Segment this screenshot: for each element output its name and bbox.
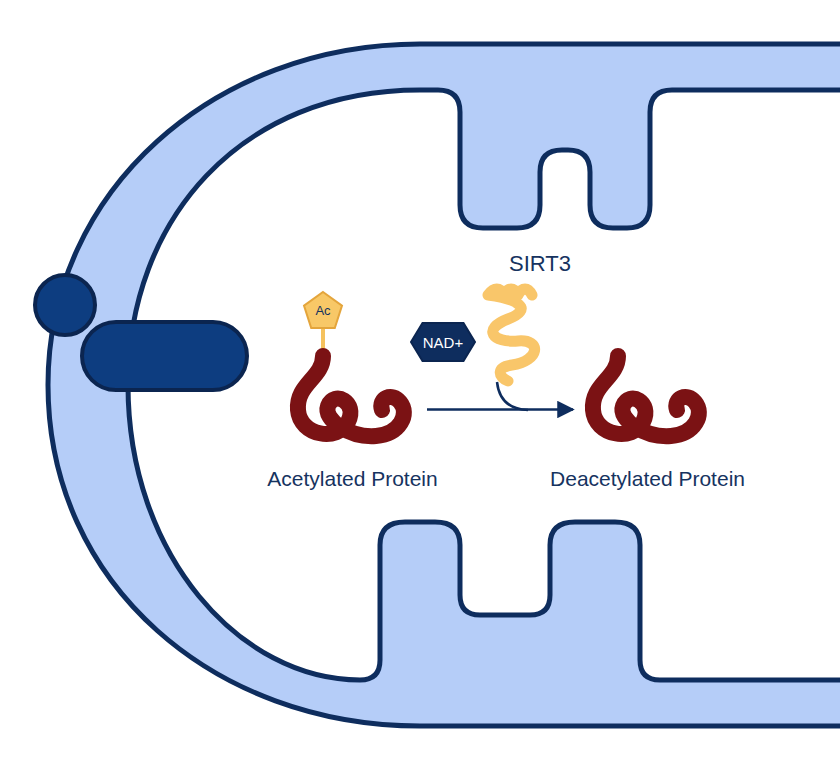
outer-membrane	[48, 44, 840, 726]
protein-node: Deacetylated Protein	[585, 350, 710, 445]
protein-node: Acetylated Protein	[290, 350, 415, 445]
reaction-arrow	[427, 408, 573, 411]
protein-label: Deacetylated Protein	[550, 467, 745, 491]
group-label: Ac	[315, 303, 330, 318]
pentagon-outline	[304, 292, 342, 328]
sirt-shape	[478, 285, 550, 377]
protein-shape	[290, 350, 415, 445]
protein-shape	[585, 350, 710, 445]
inner-membrane-cristae	[128, 90, 840, 680]
enzyme-chain	[488, 289, 535, 381]
text-holder: NAD+	[411, 323, 475, 361]
text-holder: Ac	[304, 292, 342, 328]
membrane-channel	[82, 322, 247, 390]
protein-chain	[298, 356, 404, 436]
enzyme-label: SIRT3	[509, 251, 571, 277]
cofactor-label: NAD+	[423, 334, 463, 351]
enzyme-action-arrow	[497, 382, 528, 410]
protein-chain	[593, 356, 699, 436]
enzyme-node: SIRT3	[478, 285, 550, 377]
cofactor-hexagon: NAD+	[411, 323, 475, 361]
hexagon-outline	[411, 323, 475, 361]
protein-label: Acetylated Protein	[267, 467, 437, 491]
acetyl-group: Ac	[304, 292, 342, 328]
membrane-channel-cap	[35, 275, 95, 335]
